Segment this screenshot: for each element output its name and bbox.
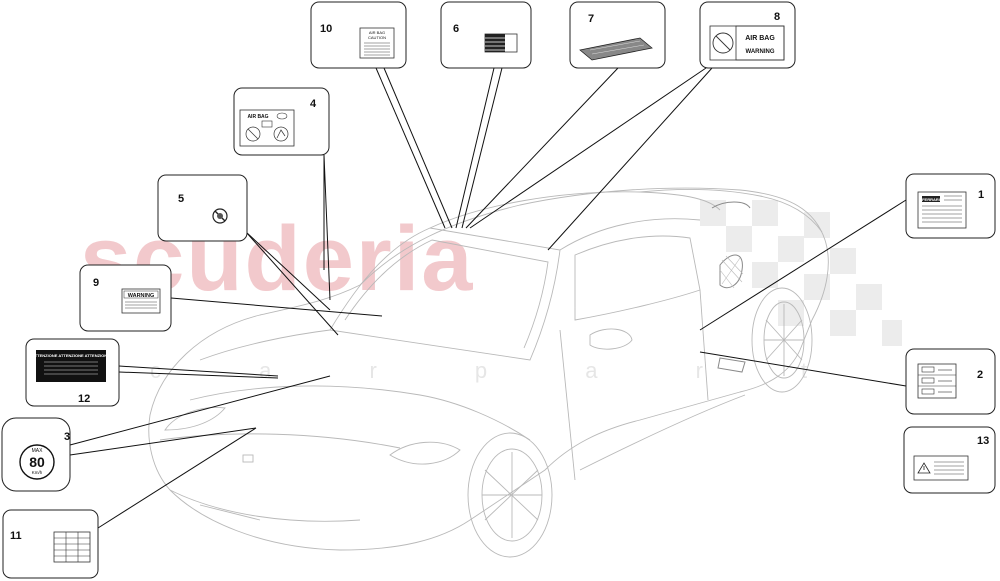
label-text-caution: CAUTION bbox=[368, 35, 386, 40]
callout-2[interactable]: 2 bbox=[905, 348, 996, 415]
callout-4[interactable]: 4 AIR BAG bbox=[233, 87, 330, 156]
callout-number: 3 bbox=[64, 431, 70, 443]
car-illustration bbox=[148, 187, 829, 558]
airbag-warning-label-icon: AIR BAG WARNING bbox=[709, 25, 785, 61]
callout-number: 5 bbox=[178, 193, 184, 205]
checkered-flag-watermark bbox=[700, 200, 902, 346]
warning-triangle-label-icon bbox=[913, 455, 969, 481]
callout-13[interactable]: 13 bbox=[903, 426, 996, 494]
callout-6[interactable]: 6 bbox=[440, 1, 532, 69]
label-text-warning: WARNING bbox=[746, 49, 775, 55]
watermark: scuderia c a r p a r t s bbox=[80, 200, 962, 383]
airbag-caution-label-icon: AIR BAG CAUTION bbox=[359, 27, 395, 59]
plate-brand-text: FERRARI bbox=[922, 197, 940, 202]
tyre-pressure-table-label-icon bbox=[53, 531, 91, 563]
airbag-pictogram-label-icon: AIR BAG bbox=[239, 109, 295, 147]
callout-number: 4 bbox=[310, 98, 317, 110]
callout-number: 10 bbox=[320, 23, 332, 35]
label-text-airbag: AIR BAG bbox=[247, 114, 268, 120]
warning-label-icon: WARNING bbox=[121, 288, 161, 314]
speed-value-text: 80 bbox=[29, 454, 45, 470]
windshield-strip-label-icon bbox=[579, 37, 653, 61]
callout-number: 9 bbox=[93, 277, 99, 289]
striped-label-icon bbox=[484, 33, 518, 53]
callout-7[interactable]: 7 bbox=[569, 1, 666, 69]
callout-number: 6 bbox=[453, 23, 459, 35]
callout-number: 12 bbox=[78, 393, 90, 405]
watermark-subtitle: c a r p a r t s bbox=[150, 358, 962, 383]
leader-lines bbox=[69, 67, 907, 529]
callout-3[interactable]: 3 MAX 80 Km/h bbox=[1, 417, 71, 492]
callout-1[interactable]: 1 FERRARI bbox=[905, 173, 996, 239]
callout-5[interactable]: 5 bbox=[157, 174, 248, 242]
callout-number: 7 bbox=[588, 13, 594, 25]
speed-unit-text: Km/h bbox=[32, 470, 43, 475]
door-info-label-icon bbox=[917, 363, 957, 399]
label-text-airbag: AIR BAG bbox=[369, 30, 385, 35]
callout-12[interactable]: 12 ATTENZIONE ATTENZIONE ATTENZIONE bbox=[25, 338, 120, 407]
speed-limit-sticker-icon: MAX 80 Km/h bbox=[19, 444, 55, 480]
callout-8[interactable]: 8 AIR BAG WARNING bbox=[699, 1, 796, 69]
callout-number: 1 bbox=[978, 189, 984, 201]
ferrari-info-plate-icon: FERRARI bbox=[917, 191, 967, 229]
round-no-symbol-icon bbox=[212, 208, 228, 224]
callout-number: 13 bbox=[977, 435, 989, 447]
callout-number: 2 bbox=[977, 369, 983, 381]
callout-11[interactable]: 11 bbox=[2, 509, 99, 579]
callout-10[interactable]: 10 AIR BAG CAUTION bbox=[310, 1, 407, 69]
label-text-attenzione: ATTENZIONE ATTENZIONE ATTENZIONE bbox=[32, 353, 110, 358]
callout-number: 8 bbox=[774, 11, 780, 23]
callout-9[interactable]: 9 WARNING bbox=[79, 264, 172, 332]
label-text-warning: WARNING bbox=[128, 293, 155, 299]
attenzione-label-icon: ATTENZIONE ATTENZIONE ATTENZIONE bbox=[32, 350, 110, 382]
callout-number: 11 bbox=[10, 530, 22, 542]
label-text-airbag: AIR BAG bbox=[745, 35, 775, 42]
speed-max-text: MAX bbox=[32, 448, 44, 454]
